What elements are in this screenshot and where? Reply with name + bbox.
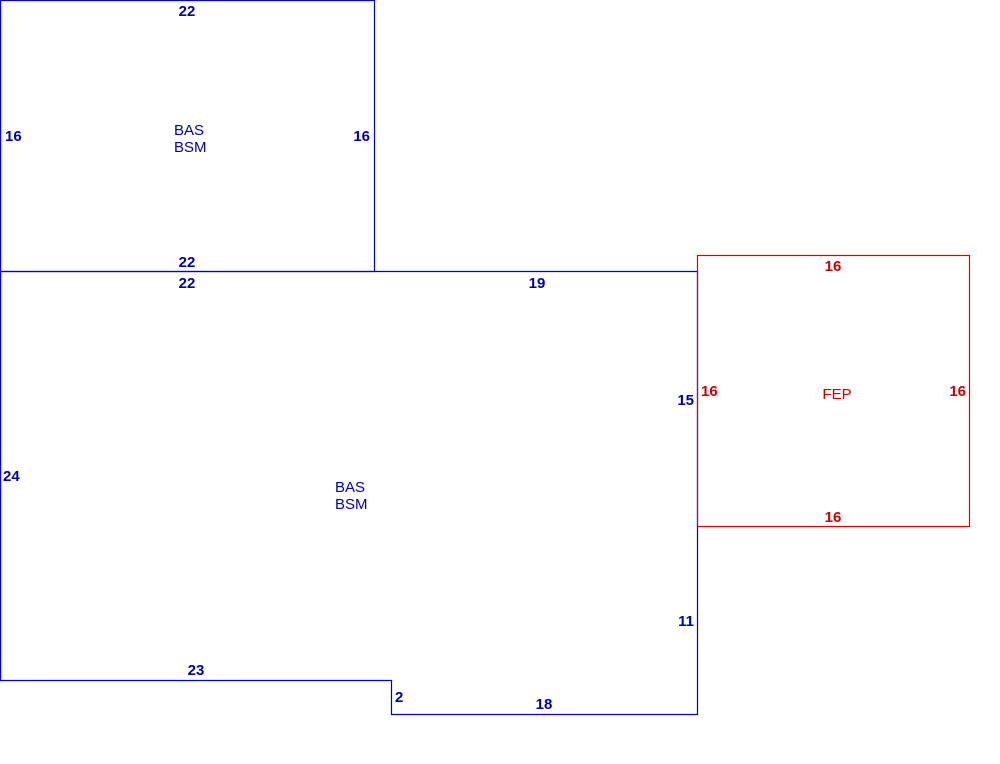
upper-area-code-1: BAS [174, 122, 204, 139]
porch-right-dimension: 16 [949, 383, 966, 400]
porch-bottom-dimension: 16 [825, 509, 842, 526]
upper-top-dimension: 22 [179, 3, 196, 20]
main-area-code-2: BSM [335, 496, 368, 513]
upper-bottom-dimension: 22 [179, 254, 196, 271]
porch-area-outline [696, 254, 971, 528]
porch-left-dimension: 16 [701, 383, 718, 400]
main-bottom-left-dimension: 23 [188, 662, 205, 679]
main-right-lower-dimension: 11 [678, 613, 694, 630]
main-top-right-dimension: 19 [529, 275, 546, 292]
main-bottom-right-dimension: 18 [536, 696, 553, 713]
porch-area-code: FEP [822, 386, 851, 403]
upper-area-code-2: BSM [174, 139, 207, 156]
main-top-left-dimension: 22 [179, 275, 196, 292]
main-left-dimension: 24 [3, 468, 20, 485]
upper-left-dimension: 16 [5, 128, 22, 145]
main-right-upper-dimension: 15 [677, 392, 694, 409]
porch-top-dimension: 16 [825, 258, 842, 275]
main-area-code-1: BAS [335, 479, 365, 496]
main-step-dimension: 2 [395, 689, 403, 706]
upper-right-dimension: 16 [353, 128, 370, 145]
